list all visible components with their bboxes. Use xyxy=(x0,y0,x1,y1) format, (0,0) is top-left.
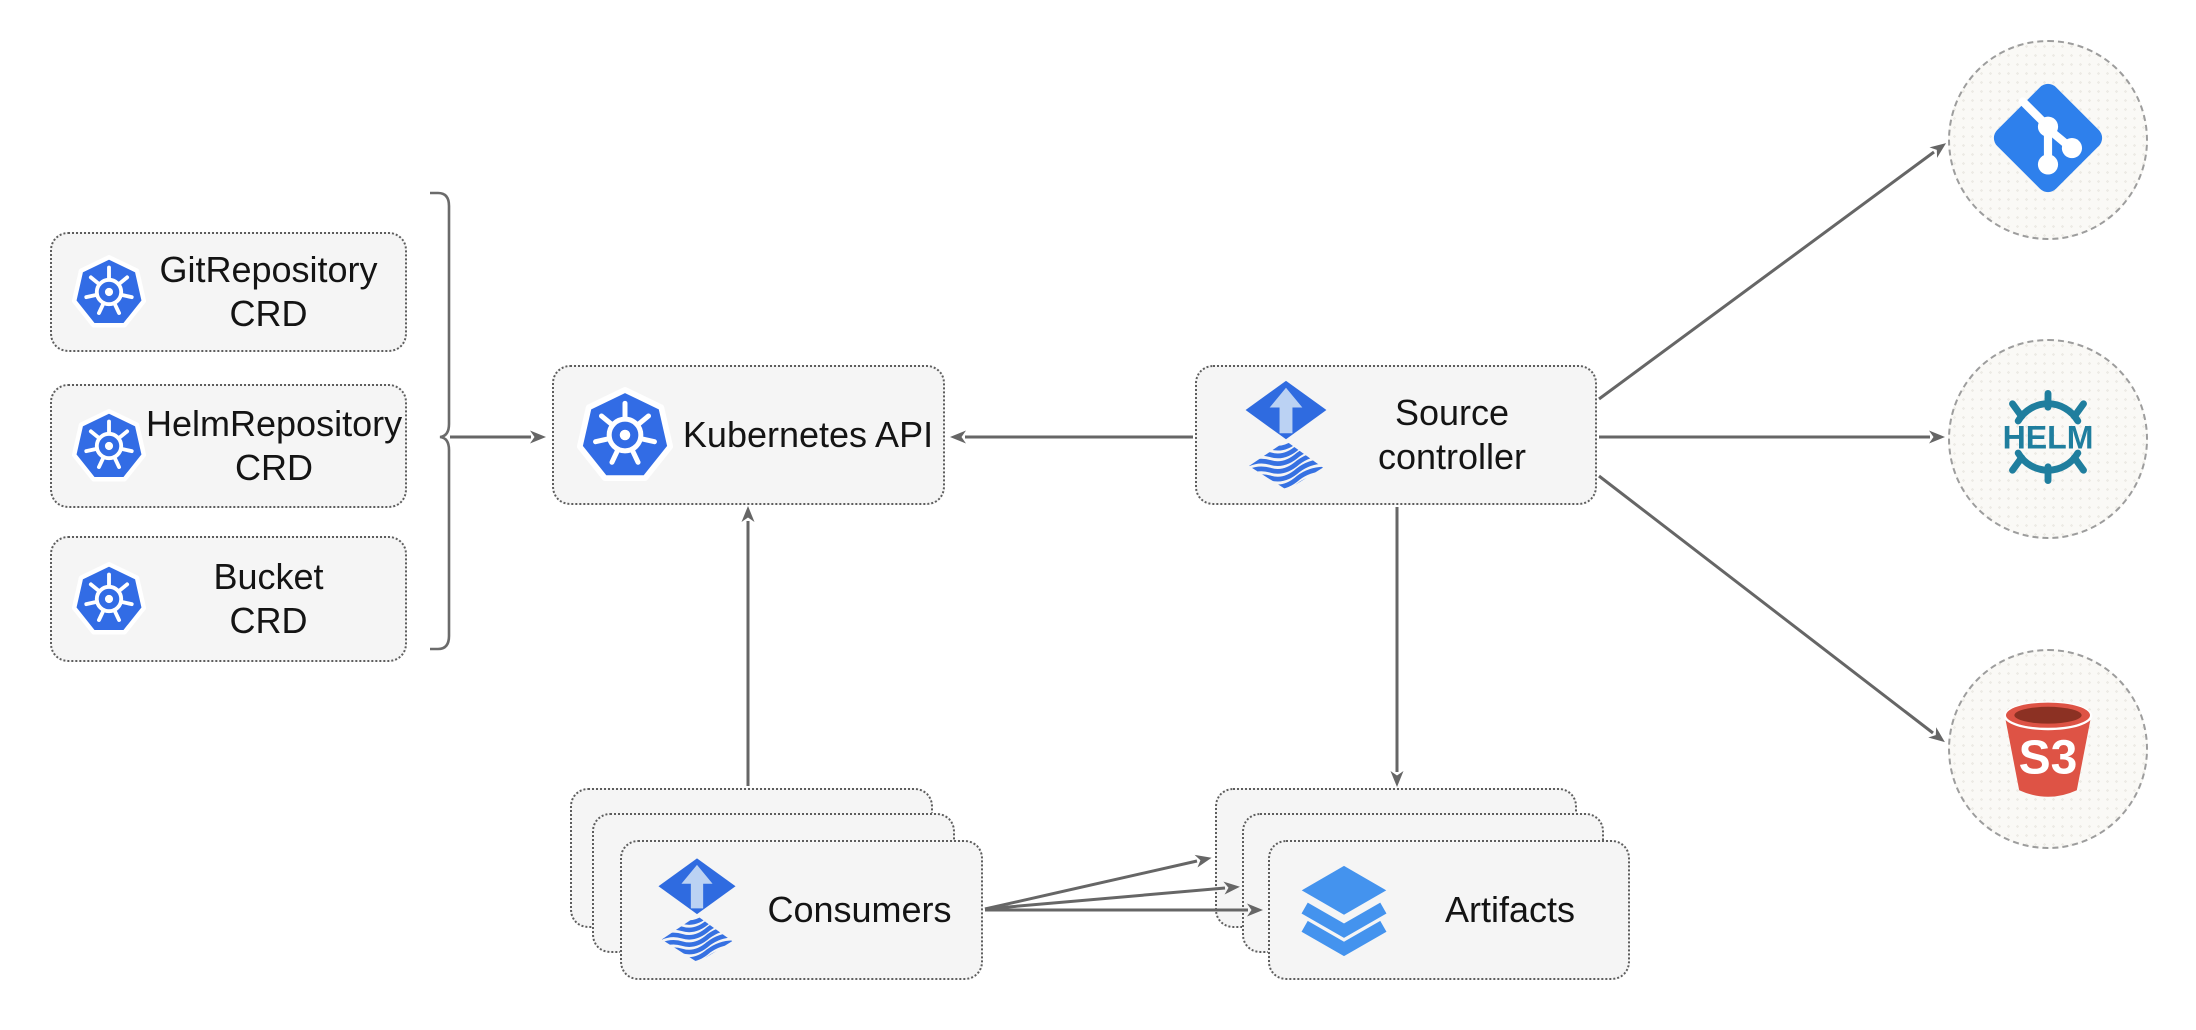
kubernetes-icon xyxy=(72,409,146,483)
helm-logo-text: HELM xyxy=(2003,419,2094,455)
crd-label-line1: GitRepository xyxy=(159,249,378,291)
crd-label-line2: CRD xyxy=(235,447,314,488)
kubernetes-api-node: Kubernetes API xyxy=(552,365,945,505)
helmrepository-crd-node: HelmRepository CRD xyxy=(50,384,407,508)
crd-group-bracket xyxy=(430,191,451,651)
gitrepository-crd-node: GitRepository CRD xyxy=(50,232,407,352)
git-icon xyxy=(1985,75,2111,206)
kubernetes-api-label: Kubernetes API xyxy=(682,414,934,456)
source-controller-label: Source controller xyxy=(1329,391,1575,479)
source-controller-line2: controller xyxy=(1377,436,1527,477)
artifacts-node: Artifacts xyxy=(1268,840,1630,980)
kubernetes-icon xyxy=(72,562,146,636)
arrow-source-controller-to-git xyxy=(1598,143,1947,401)
helmrepository-crd-label: HelmRepository CRD xyxy=(146,402,402,490)
crd-label-line2: CRD xyxy=(229,293,308,334)
crd-label-line1: HelmRepository xyxy=(146,403,403,445)
flux-icon xyxy=(1243,379,1329,491)
helm-icon: HELM xyxy=(1985,386,2111,493)
artifacts-label: Artifacts xyxy=(1444,889,1576,931)
crd-label-line1: Bucket xyxy=(213,556,324,598)
bucket-crd-label: Bucket CRD xyxy=(146,555,391,643)
gitrepository-crd-label: GitRepository CRD xyxy=(146,248,391,336)
git-source-circle xyxy=(1948,40,2148,240)
consumers-label: Consumers xyxy=(767,889,952,931)
kubernetes-icon xyxy=(72,255,146,329)
flux-icon xyxy=(656,856,738,964)
crd-label-line2: CRD xyxy=(229,600,308,641)
source-controller-line1: Source xyxy=(1394,392,1510,434)
kubernetes-icon xyxy=(577,387,673,483)
arrow-consumers-to-artifacts-1 xyxy=(984,854,1212,911)
s3-bucket-icon: S3 xyxy=(1988,687,2108,812)
s3-bucket-circle: S3 xyxy=(1948,649,2148,849)
arrow-source-controller-to-s3 xyxy=(1598,474,1945,743)
bucket-crd-node: Bucket CRD xyxy=(50,536,407,662)
layers-icon xyxy=(1296,862,1392,958)
helm-source-circle: HELM xyxy=(1948,339,2148,539)
s3-logo-text: S3 xyxy=(2019,731,2078,784)
arrow-consumers-to-artifacts-2 xyxy=(984,881,1240,911)
consumers-node: Consumers xyxy=(620,840,983,980)
source-controller-node: Source controller xyxy=(1195,365,1597,505)
